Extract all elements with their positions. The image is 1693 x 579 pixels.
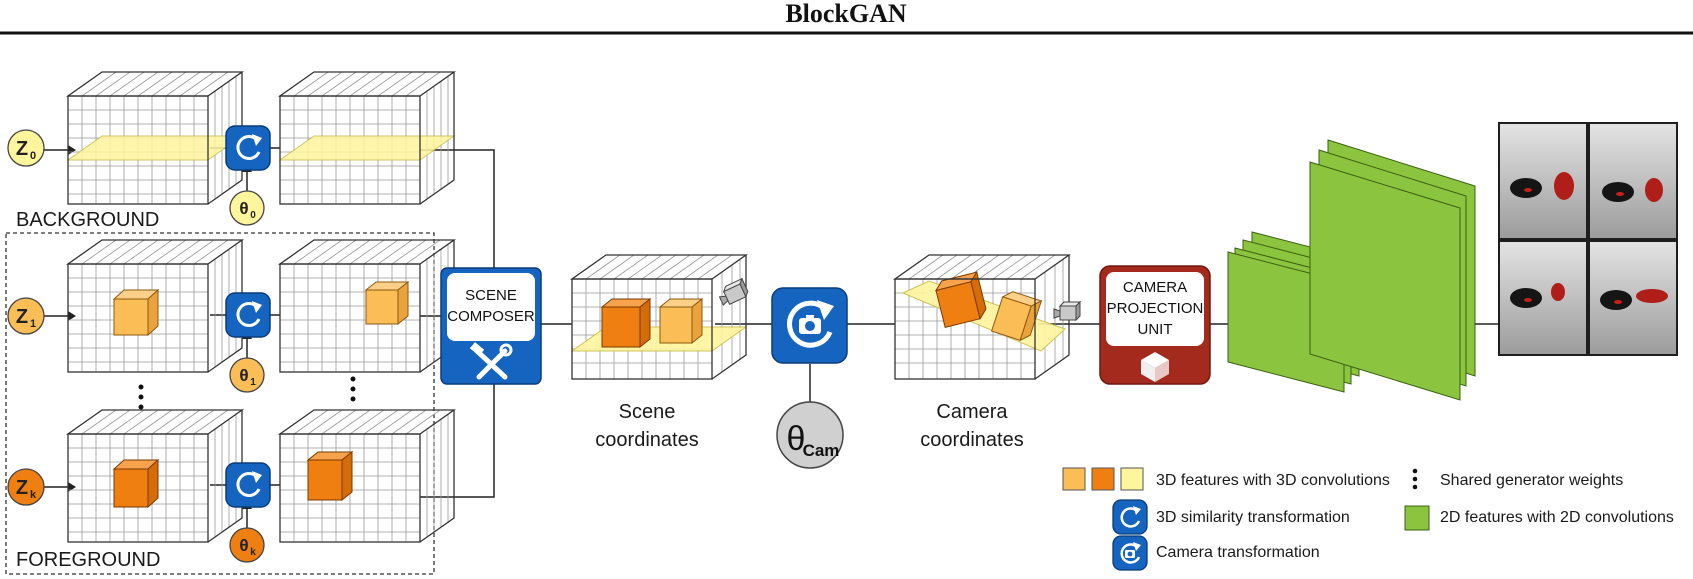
figure-title: BlockGAN (785, 0, 907, 28)
camera-rotation-icon (1112, 535, 1148, 571)
theta-cam-input: θ Cam (776, 401, 844, 469)
scene-composer-label-2: COMPOSER (447, 308, 535, 325)
output-image (1590, 124, 1676, 238)
camera-projection-label-3: UNIT (1138, 321, 1173, 338)
theta1-input: θ 1 (229, 357, 265, 393)
camera-dark-block (934, 270, 987, 329)
arrow-heads (68, 145, 252, 509)
zk-input: Z k (7, 468, 45, 506)
scene-composer-label-1: SCENE (465, 287, 517, 304)
svg-text:1: 1 (30, 318, 36, 330)
scene-composer-block: SCENE COMPOSER (440, 267, 542, 385)
svg-text:k: k (30, 489, 37, 501)
svg-text:θ: θ (239, 199, 248, 218)
z0-input: Z 0 (7, 129, 45, 167)
foreground-k-block-transformed (306, 450, 354, 502)
scene-light-block (658, 297, 704, 345)
foreground-label: FOREGROUND (16, 549, 160, 571)
svg-text:Z: Z (16, 306, 28, 328)
rotation-icon (225, 125, 271, 171)
background-cube-transformed (277, 71, 457, 205)
camera-projection-label-2: PROJECTION (1107, 300, 1204, 317)
svg-text:0: 0 (250, 210, 256, 221)
foreground-1-block (112, 288, 160, 337)
camera-rotation-icon (771, 287, 848, 364)
svg-text:Z: Z (16, 477, 28, 499)
scene-coordinates-caption-1: Scene (619, 401, 676, 423)
legend-swatch-dark-orange (1091, 467, 1115, 491)
scene-dark-block (600, 297, 652, 349)
legend-similarity: 3D similarity transformation (1156, 509, 1350, 526)
rotation-icon (225, 462, 271, 508)
svg-text:0: 0 (30, 150, 36, 162)
svg-text:θ: θ (239, 366, 248, 385)
theta0-input: θ 0 (229, 190, 265, 226)
camera-projection-label-1: CAMERA (1123, 279, 1187, 296)
legend-swatch-light-yellow (1120, 467, 1144, 491)
legend: 3D features with 3D convolutions Shared … (1062, 467, 1674, 571)
scene-coordinates-caption-2: coordinates (595, 429, 698, 451)
output-image (1500, 124, 1586, 238)
legend-ellipsis-icon (1412, 468, 1418, 490)
output-image (1590, 242, 1676, 354)
z1-input: Z 1 (7, 297, 45, 335)
foreground-group-box (5, 232, 435, 575)
foreground-k-cube-3d (65, 409, 245, 543)
legend-2d-features: 2D features with 2D convolutions (1440, 509, 1674, 526)
foreground-k-cube-transformed (277, 409, 457, 543)
tools-icon (469, 342, 513, 380)
camera-coordinates-cube (892, 254, 1072, 380)
background-cube-3d (65, 71, 245, 205)
svg-text:k: k (250, 547, 256, 558)
svg-text:θ: θ (787, 420, 806, 458)
legend-camera-transform: Camera transformation (1156, 544, 1320, 561)
output-image (1500, 242, 1586, 354)
legend-3d-features: 3D features with 3D convolutions (1156, 472, 1390, 489)
foreground-1-block-transformed (364, 280, 410, 326)
camera-icon (1053, 300, 1082, 322)
svg-text:Z: Z (16, 138, 28, 160)
legend-swatch-green (1404, 505, 1430, 531)
foreground-1-cube-3d (65, 239, 245, 373)
camera-icon (718, 277, 749, 306)
foreground-k-block (112, 458, 160, 509)
camera-light-block (990, 291, 1043, 342)
camera-coordinates-caption-1: Camera (936, 401, 1008, 423)
rotation-icon (225, 292, 271, 338)
foreground-1-cube-transformed (277, 239, 457, 373)
feature-maps-2d-large (1309, 139, 1476, 401)
background-label: BACKGROUND (16, 209, 159, 231)
output-images (1498, 122, 1678, 356)
legend-swatch-light-orange (1062, 467, 1086, 491)
rotation-icon (1112, 499, 1148, 535)
thetak-input: θ k (229, 527, 265, 563)
svg-text:1: 1 (250, 377, 256, 388)
legend-shared-weights: Shared generator weights (1440, 472, 1623, 489)
ellipsis-dots (138, 376, 356, 410)
svg-text:Cam: Cam (803, 441, 840, 460)
scene-coordinates-cube (569, 254, 749, 380)
svg-text:θ: θ (239, 536, 248, 555)
camera-projection-unit: CAMERA PROJECTION UNIT (1099, 265, 1211, 385)
camera-coordinates-caption-2: coordinates (920, 429, 1023, 451)
cube-icon (1141, 352, 1169, 382)
